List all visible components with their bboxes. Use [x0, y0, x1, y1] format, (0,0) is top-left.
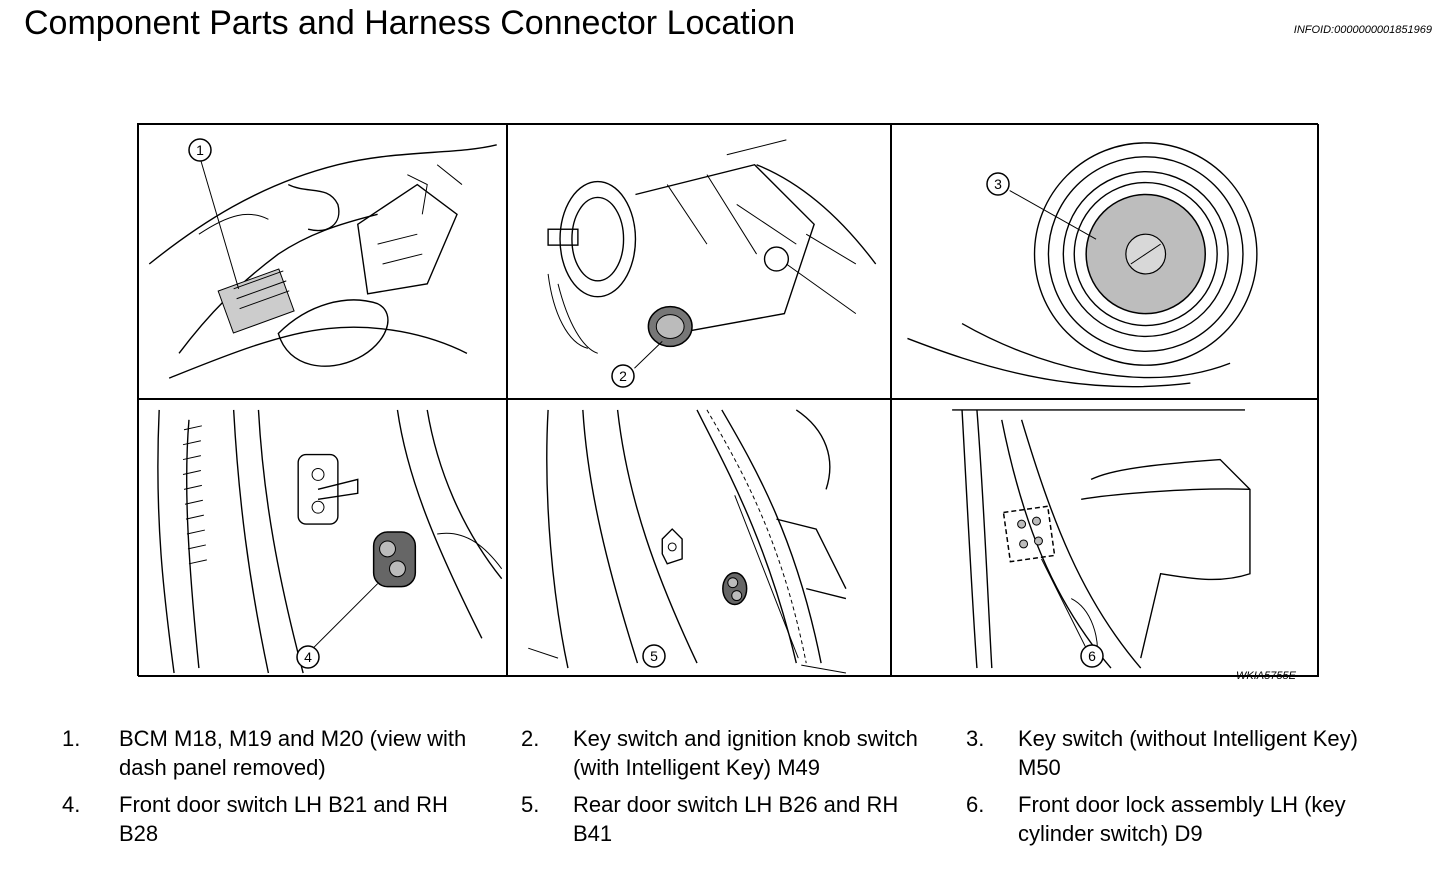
- legend-text-4: Front door switch LH B21 and RH B28: [119, 792, 448, 846]
- legend-text-2: Key switch and ignition knob switch (wit…: [573, 726, 918, 780]
- panel-bcm: [138, 124, 507, 399]
- legend-num-2: 2.: [521, 726, 540, 751]
- component-figure: 1 2 3 4 5 6: [137, 123, 1319, 677]
- legend-num-3: 3.: [966, 726, 985, 751]
- legend-num-1: 1.: [62, 726, 81, 751]
- key-cylinder-illustration: [907, 142, 1258, 388]
- panel-ignition: [507, 124, 891, 399]
- legend-num-6: 6.: [966, 792, 985, 817]
- panel-rear-door: [507, 399, 891, 677]
- panel-front-door: [138, 399, 507, 677]
- page-title: Component Parts and Harness Connector Lo…: [24, 4, 796, 42]
- legend-num-4: 4.: [62, 792, 81, 817]
- info-id: INFOID:0000000001851969: [1293, 24, 1432, 36]
- panel-door-lock: [891, 399, 1319, 677]
- front-door-illustration: [157, 409, 503, 674]
- legend-text-6: Front door lock assembly LH (key cylinde…: [1018, 792, 1346, 846]
- bcm-illustration: [148, 144, 497, 379]
- rear-door-illustration: [528, 409, 847, 674]
- legend-text-1: BCM M18, M19 and M20 (view with dash pan…: [119, 726, 467, 780]
- ignition-illustration: [547, 139, 877, 369]
- legend-num-5: 5.: [521, 792, 540, 817]
- panel-key-cylinder: [891, 124, 1319, 399]
- door-lock-illustration: [952, 409, 1251, 669]
- legend-text-5: Rear door switch LH B26 and RH B41: [573, 792, 899, 846]
- figure-code: WKIA5755E: [1236, 670, 1296, 682]
- legend-text-3: Key switch (without Intelligent Key) M50: [1018, 726, 1358, 780]
